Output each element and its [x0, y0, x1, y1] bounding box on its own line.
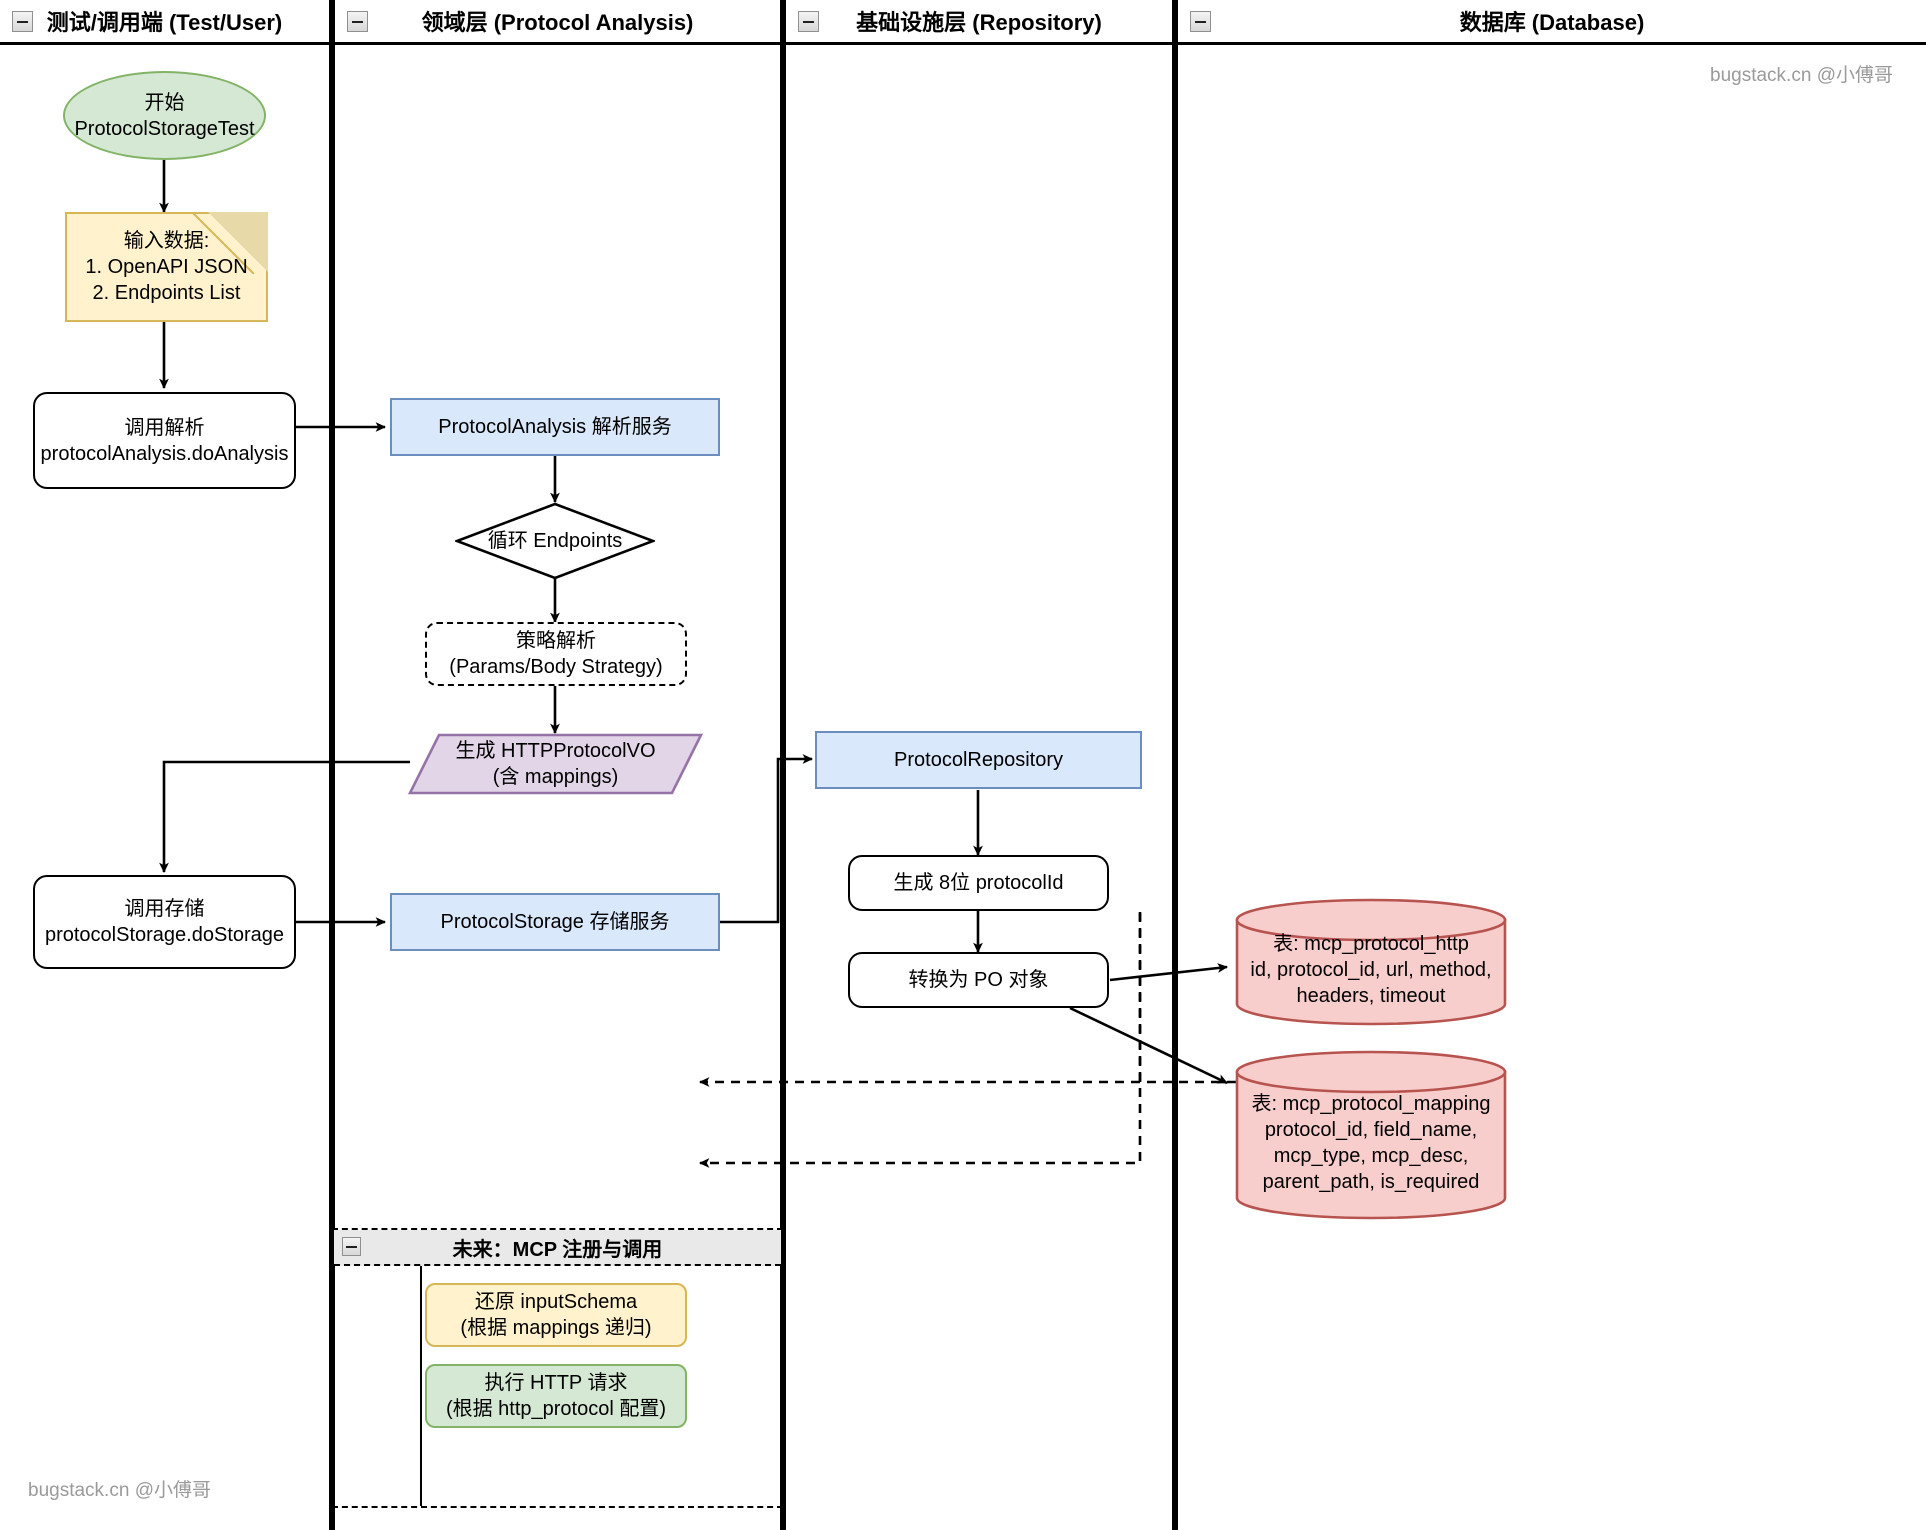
node-input-note-label: 输入数据: 1. OpenAPI JSON 2. Endpoints List — [85, 230, 248, 304]
node-db-mcp-protocol-mapping-label: 表: mcp_protocol_mapping protocol_id, fie… — [1251, 1093, 1491, 1193]
node-generate-vo[interactable]: 生成 HTTPProtocolVO (含 mappings) — [408, 733, 703, 795]
node-protocol-repository[interactable]: ProtocolRepository — [815, 731, 1142, 789]
node-protocol-repository-label: ProtocolRepository — [894, 749, 1063, 771]
node-convert-to-po[interactable]: 转换为 PO 对象 — [848, 952, 1109, 1008]
subpool-divider — [420, 1266, 422, 1506]
node-restore-schema-label: 还原 inputSchema (根据 mappings 递归) — [460, 1291, 652, 1339]
node-loop-endpoints-label: 循环 Endpoints — [487, 530, 623, 552]
node-call-storage[interactable]: 调用存储 protocolStorage.doStorage — [33, 875, 296, 969]
node-call-analysis-label: 调用解析 protocolAnalysis.doAnalysis — [40, 416, 289, 465]
collapse-icon[interactable] — [12, 11, 33, 32]
collapse-icon[interactable] — [1190, 11, 1211, 32]
node-protocol-storage[interactable]: ProtocolStorage 存储服务 — [390, 893, 720, 951]
node-strategy-parse-label: 策略解析 (Params/Body Strategy) — [449, 630, 663, 678]
watermark-site: bugstack.cn — [28, 1480, 130, 1501]
lane-header-db: 数据库 (Database) — [1178, 0, 1926, 45]
watermark-top-right: bugstack.cn @小傅哥 — [1710, 60, 1893, 87]
subpool-title: 未来：MCP 注册与调用 — [452, 1238, 663, 1261]
node-start-label: 开始 ProtocolStorageTest — [74, 91, 255, 140]
node-generate-protocol-id[interactable]: 生成 8位 protocolId — [848, 855, 1109, 911]
node-protocol-analysis[interactable]: ProtocolAnalysis 解析服务 — [390, 398, 720, 456]
collapse-icon[interactable] — [342, 1237, 361, 1256]
watermark-author: @小傅哥 — [134, 1480, 211, 1501]
node-strategy-parse[interactable]: 策略解析 (Params/Body Strategy) — [425, 622, 687, 686]
node-input-note[interactable]: 输入数据: 1. OpenAPI JSON 2. Endpoints List — [65, 212, 268, 322]
lane-header-test: 测试/调用端 (Test/User) — [0, 0, 329, 45]
node-convert-to-po-label: 转换为 PO 对象 — [908, 969, 1049, 991]
watermark-author: @小傅哥 — [1816, 65, 1893, 86]
parallelogram-shape-icon — [408, 733, 703, 795]
lane-title-db: 数据库 (Database) — [1459, 10, 1645, 35]
database-cylinder-icon — [1235, 898, 1507, 1026]
node-start[interactable]: 开始 ProtocolStorageTest — [63, 71, 266, 160]
subpool-header-future-mcp: 未来：MCP 注册与调用 — [334, 1230, 781, 1266]
node-db-mcp-protocol-http-label: 表: mcp_protocol_http id, protocol_id, ur… — [1250, 933, 1492, 1007]
lane-title-infra: 基础设施层 (Repository) — [856, 10, 1102, 35]
lane-header-infra: 基础设施层 (Repository) — [786, 0, 1172, 45]
node-call-analysis[interactable]: 调用解析 protocolAnalysis.doAnalysis — [33, 392, 296, 489]
subpool-future-mcp: 未来：MCP 注册与调用 — [332, 1228, 783, 1508]
database-cylinder-icon — [1235, 1050, 1507, 1220]
node-loop-endpoints[interactable]: 循环 Endpoints — [455, 502, 655, 580]
lane-db: 数据库 (Database) — [1175, 0, 1926, 1530]
node-db-mcp-protocol-http[interactable]: 表: mcp_protocol_http id, protocol_id, ur… — [1235, 898, 1507, 1026]
watermark-bottom-left: bugstack.cn @小傅哥 — [28, 1475, 211, 1502]
lane-header-domain: 领域层 (Protocol Analysis) — [335, 0, 780, 45]
node-call-storage-label: 调用存储 protocolStorage.doStorage — [44, 898, 285, 946]
node-exec-http-label: 执行 HTTP 请求 (根据 http_protocol 配置) — [445, 1372, 667, 1420]
watermark-site: bugstack.cn — [1710, 65, 1812, 86]
folded-corner-icon — [208, 212, 268, 272]
node-protocol-analysis-label: ProtocolAnalysis 解析服务 — [438, 416, 672, 438]
node-restore-schema[interactable]: 还原 inputSchema (根据 mappings 递归) — [425, 1283, 687, 1347]
node-protocol-storage-label: ProtocolStorage 存储服务 — [440, 911, 670, 933]
collapse-icon[interactable] — [347, 11, 368, 32]
collapse-icon[interactable] — [798, 11, 819, 32]
node-db-mcp-protocol-mapping[interactable]: 表: mcp_protocol_mapping protocol_id, fie… — [1235, 1050, 1507, 1220]
node-exec-http[interactable]: 执行 HTTP 请求 (根据 http_protocol 配置) — [425, 1364, 687, 1428]
node-generate-vo-label: 生成 HTTPProtocolVO (含 mappings) — [455, 740, 656, 788]
lane-title-test: 测试/调用端 (Test/User) — [46, 10, 283, 35]
lane-title-domain: 领域层 (Protocol Analysis) — [421, 10, 694, 35]
node-generate-protocol-id-label: 生成 8位 protocolId — [893, 872, 1064, 894]
